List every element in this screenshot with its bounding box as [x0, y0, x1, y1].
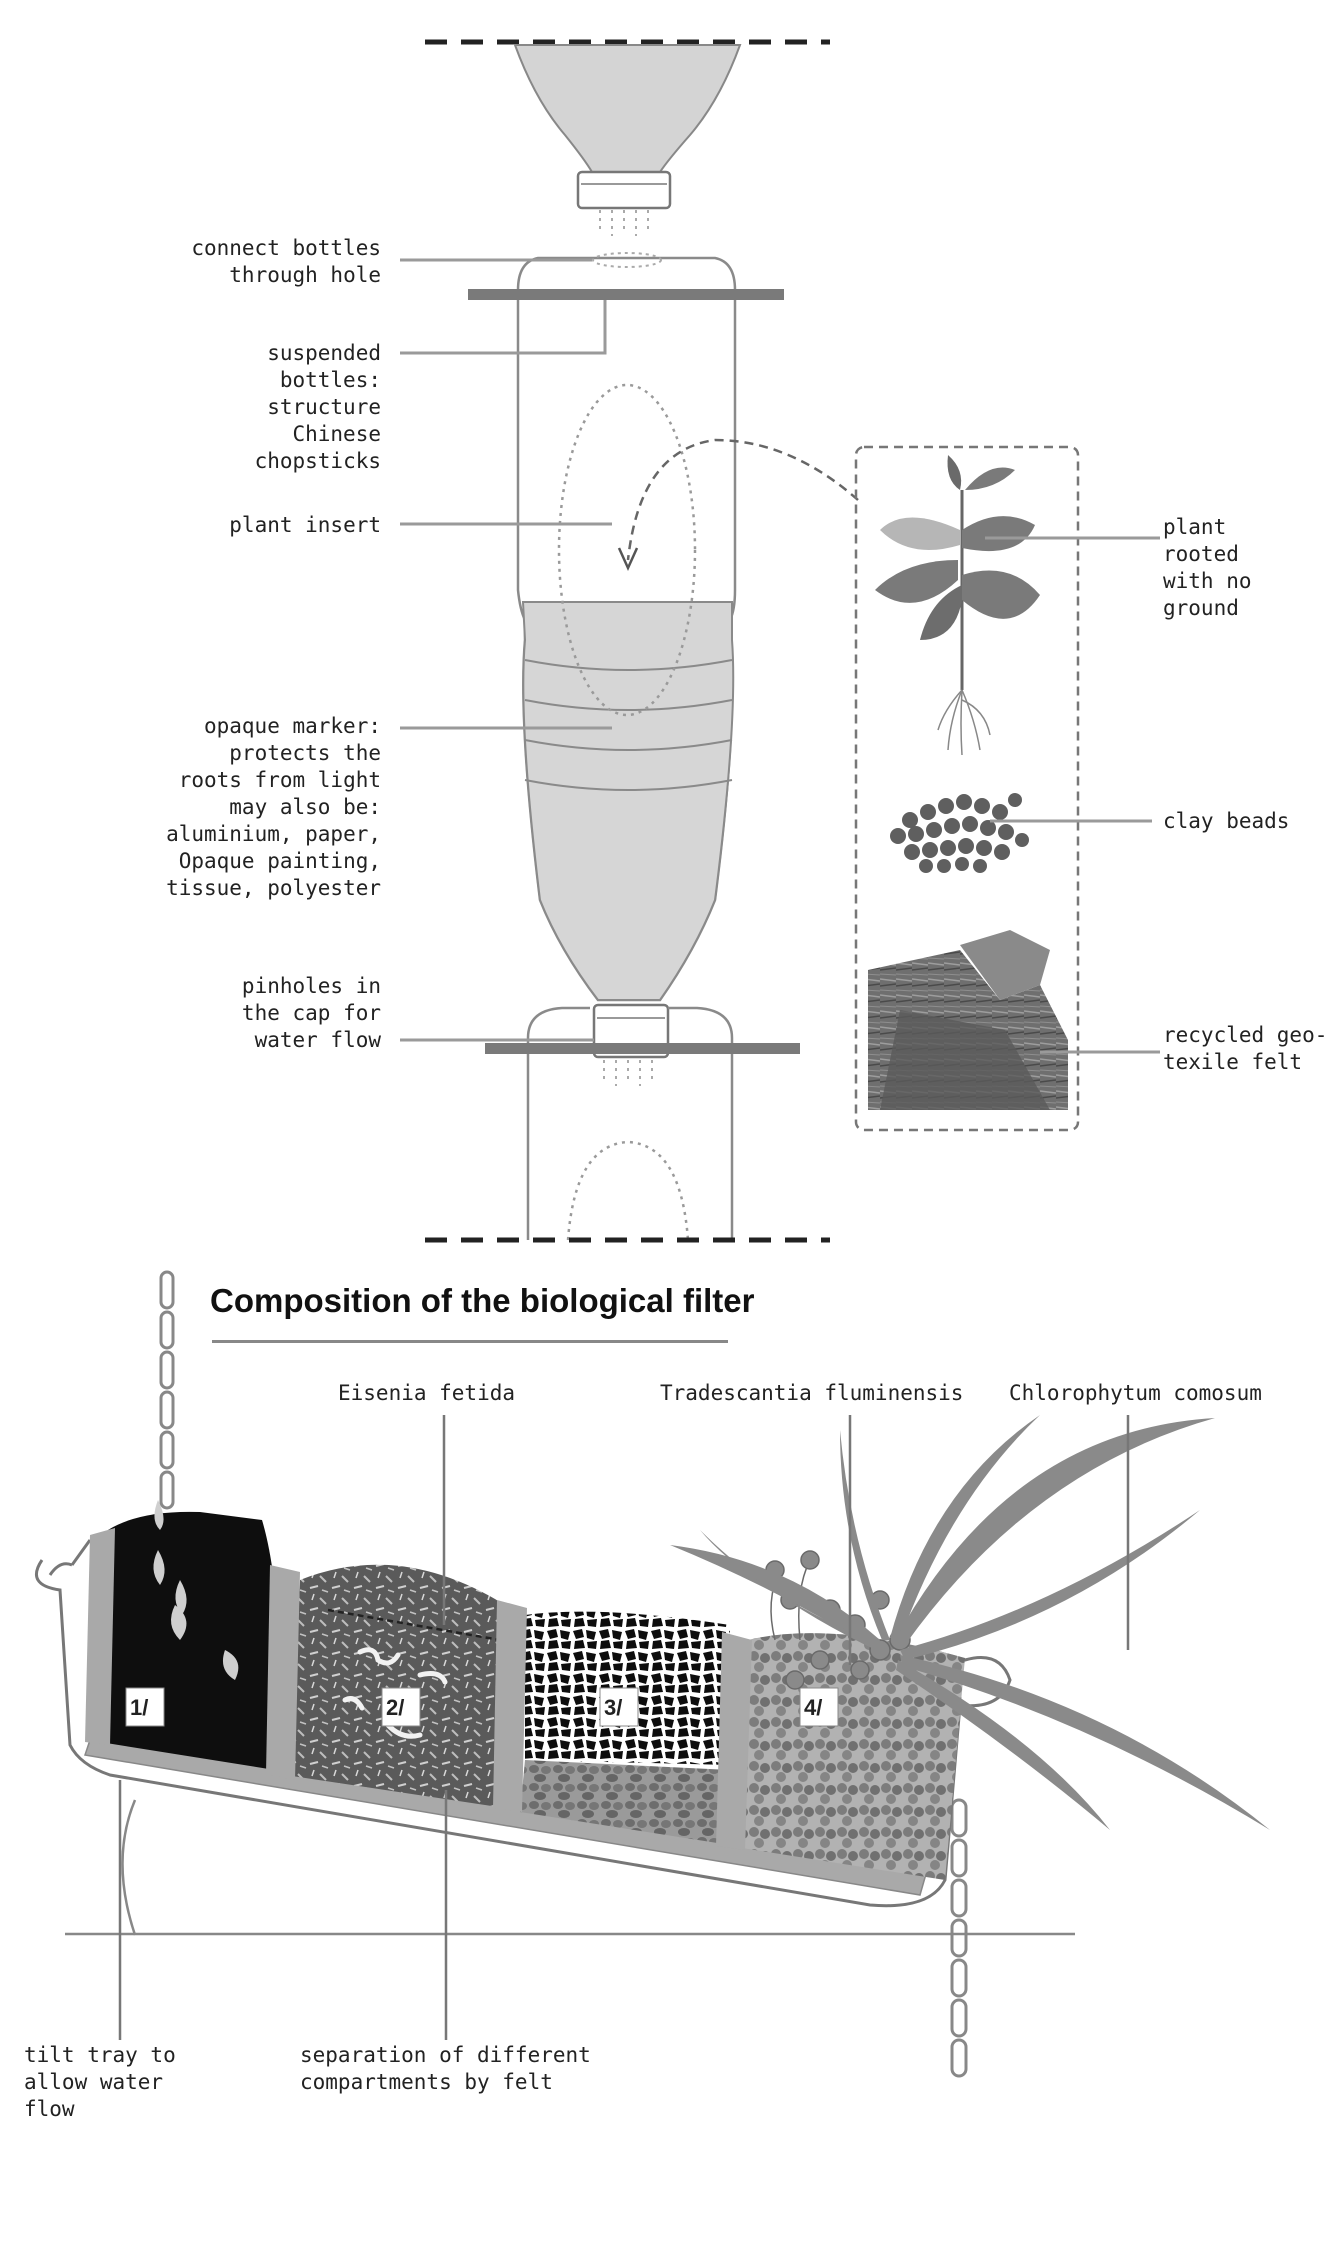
title-underline: [212, 1340, 728, 1343]
label-geotextile-felt: recycled geo- texile felt: [1163, 1023, 1328, 1074]
label-plant-rooted: plant rooted with no ground: [1163, 515, 1252, 620]
label-tilt-tray: tilt tray to allow water flow: [24, 2043, 176, 2121]
compartment-3-wall: [493, 1600, 527, 1812]
tray-outline: [35, 1559, 1012, 1908]
connect-hole: [592, 252, 662, 268]
compartment-2: [292, 1564, 505, 1808]
upper-chopstick-bar: [468, 289, 784, 300]
main-bottle-ridges: [524, 659, 733, 791]
compartment-2-wall: [266, 1565, 300, 1780]
compartment-3-number: 3/: [604, 1695, 623, 1720]
lower-bottle-outline: [526, 1006, 734, 1240]
left-chain: [159, 1270, 175, 1510]
compartment-4-wall: [716, 1632, 752, 1850]
lower-chopstick-bar: [485, 1043, 800, 1054]
leader-lines-top: [400, 258, 1160, 1054]
compartment-1: [96, 1511, 280, 1770]
filter-title: Composition of the biological filter: [210, 1282, 755, 1319]
chlorophytum-plant: [670, 1415, 1270, 1830]
compartment-4: [742, 1633, 965, 1880]
label-connect-bottles: connect bottles through hole: [191, 236, 381, 287]
right-chain: [950, 1798, 968, 2078]
compartment-2-number: 2/: [386, 1695, 405, 1720]
tray-support: [121, 1799, 137, 1936]
label-plant-insert: plant insert: [229, 513, 381, 537]
lower-drip-marks: [603, 1060, 653, 1086]
water-drops: [153, 1500, 239, 1680]
main-bottle-water: [521, 601, 735, 1001]
label-tradescantia: Tradescantia fluminensis: [660, 1381, 964, 1405]
lower-plant-insert: [566, 1140, 690, 1241]
insert-arrow: [626, 438, 859, 561]
compartment-number-boxes: [125, 1687, 839, 1727]
plant-illustration: [875, 455, 1040, 756]
label-eisenia-fetida: Eisenia fetida: [338, 1381, 516, 1405]
compartment-4-number: 4/: [804, 1695, 823, 1720]
leader-lines-bottom: [118, 1415, 1130, 2040]
label-chlorophytum: Chlorophytum comosum: [1009, 1381, 1262, 1405]
upper-drip-marks: [599, 210, 649, 236]
plant-insert-outline: [557, 383, 697, 717]
clay-beads-illustration: [890, 793, 1029, 873]
geotextile-felt-illustration: [868, 930, 1068, 1110]
label-suspended-bottles: suspended bottles: structure Chinese cho…: [254, 341, 381, 473]
label-opaque-marker: opaque marker: protects the roots from l…: [166, 714, 381, 900]
earthworms: [342, 1647, 448, 1739]
compartment-1-number: 1/: [130, 1695, 149, 1720]
tray-inner: [48, 1539, 92, 1576]
label-clay-beads: clay beads: [1163, 809, 1290, 833]
label-separation: separation of different compartments by …: [300, 2043, 591, 2094]
compartment-3-pebbles: [520, 1760, 730, 1845]
upper-bottle-cap: [576, 170, 672, 210]
compartment-1-wall: [85, 1528, 115, 1745]
label-pinholes: pinholes in the cap for water flow: [241, 974, 381, 1052]
upper-bottle: [513, 44, 742, 173]
